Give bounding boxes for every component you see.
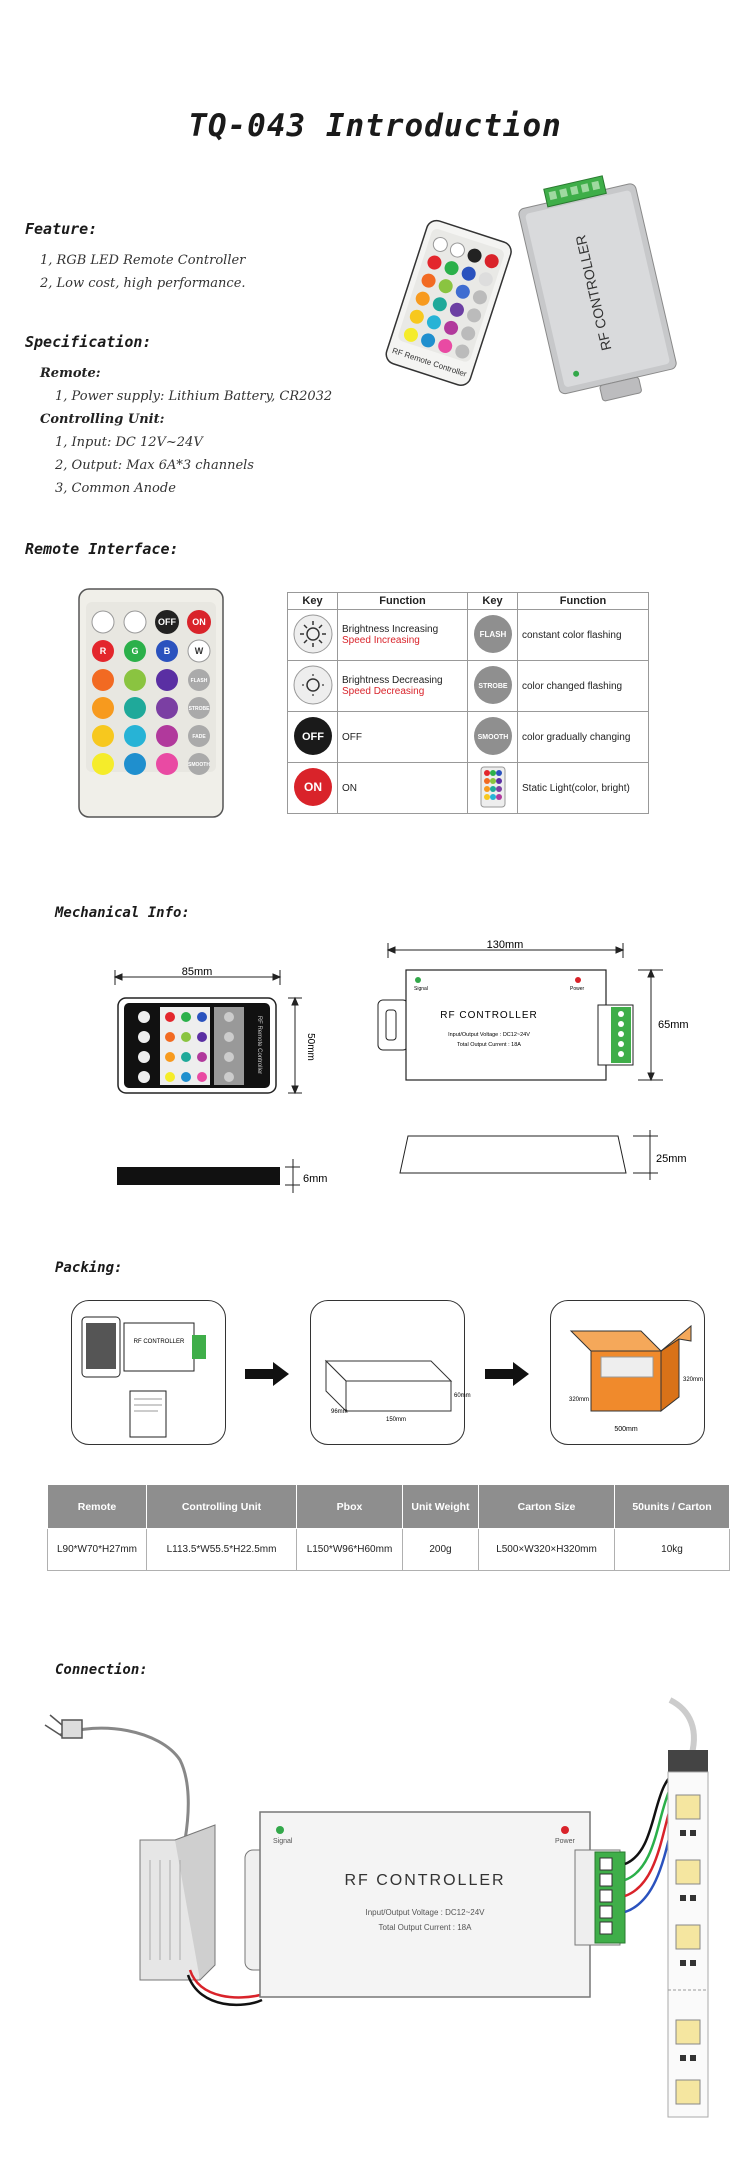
remote-thickness-drawing: 6mm bbox=[117, 1159, 327, 1193]
svg-text:96mm: 96mm bbox=[331, 1409, 348, 1415]
svg-text:Power: Power bbox=[555, 1838, 576, 1845]
svg-text:STROBE: STROBE bbox=[478, 683, 508, 690]
unit-spec-item: 2, Output: Max 6A*3 channels bbox=[55, 458, 254, 473]
svg-text:320mm: 320mm bbox=[569, 1397, 589, 1403]
specification-heading: Specification: bbox=[25, 333, 152, 351]
svg-text:50mm: 50mm bbox=[305, 1033, 316, 1061]
unit-spec-label: Controlling Unit: bbox=[40, 412, 165, 427]
table-row: L90*W70*H27mm L113.5*W55.5*H22.5mm L150*… bbox=[47, 1528, 730, 1571]
svg-text:SMOOTH: SMOOTH bbox=[477, 734, 508, 741]
svg-text:OFF: OFF bbox=[302, 731, 324, 743]
svg-text:G: G bbox=[131, 646, 138, 656]
mechanical-heading: Mechanical Info: bbox=[55, 905, 190, 921]
svg-text:500mm: 500mm bbox=[614, 1426, 638, 1433]
remote-diagram: OFF ON R G B W FLASH STROBE FADE SMOOTH bbox=[78, 588, 224, 818]
feature-item: 1, RGB LED Remote Controller bbox=[40, 253, 246, 268]
remote-dimension-drawing: 85mm 50mm RF Remote Controller bbox=[113, 966, 316, 1095]
svg-text:RF CONTROLLER: RF CONTROLLER bbox=[134, 1339, 185, 1345]
svg-text:Input/Output Voltage : DC12~2: Input/Output Voltage : DC12~24V bbox=[366, 1908, 486, 1917]
svg-text:RF CONTROLLER: RF CONTROLLER bbox=[344, 1872, 505, 1889]
svg-text:Signal: Signal bbox=[414, 986, 428, 992]
svg-text:FLASH: FLASH bbox=[191, 678, 208, 684]
svg-text:150mm: 150mm bbox=[386, 1417, 406, 1423]
off-key-icon: OFF bbox=[293, 716, 332, 755]
strobe-key-icon: STROBE bbox=[473, 665, 512, 704]
flash-key-icon: FLASH bbox=[473, 614, 512, 653]
svg-text:W: W bbox=[195, 646, 204, 656]
arrow-right-icon bbox=[245, 1362, 289, 1386]
svg-text:60mm: 60mm bbox=[454, 1393, 471, 1399]
svg-text:Input/Output Voltage : DC12~2: Input/Output Voltage : DC12~24V bbox=[448, 1032, 530, 1038]
product-photo: RF CONTROLLER RF Remote Controller bbox=[385, 175, 677, 402]
svg-text:130mm: 130mm bbox=[487, 939, 524, 951]
connection-diagram: Signal Power RF CONTROLLER Input/Output … bbox=[44, 1697, 709, 2118]
packing-table: Remote Controlling Unit Pbox Unit Weight… bbox=[47, 1484, 730, 1571]
table-row: OFF OFF SMOOTH color gradually changing bbox=[287, 711, 649, 763]
remote-interface-heading: Remote Interface: bbox=[25, 540, 179, 558]
arrow-right-icon bbox=[485, 1362, 529, 1386]
brightness-up-icon bbox=[293, 614, 332, 653]
page-title: TQ-043 Introduction bbox=[188, 108, 562, 144]
feature-item: 2, Low cost, high performance. bbox=[40, 276, 246, 291]
svg-text:Total Output Current : 18A: Total Output Current : 18A bbox=[379, 1923, 473, 1932]
svg-text:RF Remote Controller: RF Remote Controller bbox=[256, 1016, 262, 1074]
controller-dimension-drawing: 130mm 65mm Signal Power RF CONTROLLER In… bbox=[377, 939, 689, 1082]
svg-text:SMOOTH: SMOOTH bbox=[188, 762, 210, 768]
remote-spec-item: 1, Power supply: Lithium Battery, CR2032 bbox=[55, 389, 333, 404]
svg-text:RF CONTROLLER: RF CONTROLLER bbox=[440, 1010, 537, 1021]
remote-spec-label: Remote: bbox=[40, 366, 101, 381]
connection-heading: Connection: bbox=[55, 1662, 148, 1678]
svg-text:Power: Power bbox=[570, 986, 585, 992]
svg-text:320mm: 320mm bbox=[683, 1377, 703, 1383]
svg-text:25mm: 25mm bbox=[656, 1153, 687, 1165]
key-function-table: Key Function Key Function Brightness Inc… bbox=[287, 592, 649, 814]
feature-heading: Feature: bbox=[25, 220, 98, 238]
brightness-down-icon bbox=[293, 665, 332, 704]
unit-spec-item: 1, Input: DC 12V~24V bbox=[55, 435, 203, 450]
svg-text:Total Output Current : 18A: Total Output Current : 18A bbox=[457, 1042, 521, 1048]
controller-thickness-drawing: 25mm bbox=[399, 1130, 687, 1180]
svg-text:R: R bbox=[100, 646, 107, 656]
svg-text:STROBE: STROBE bbox=[189, 706, 211, 712]
color-keys-icon bbox=[480, 766, 505, 807]
on-key-icon: ON bbox=[293, 767, 332, 806]
svg-text:OFF: OFF bbox=[158, 617, 176, 627]
unit-spec-item: 3, Common Anode bbox=[55, 481, 176, 496]
svg-text:ON: ON bbox=[192, 617, 206, 627]
svg-text:85mm: 85mm bbox=[182, 966, 213, 978]
svg-text:6mm: 6mm bbox=[303, 1173, 327, 1185]
svg-text:FADE: FADE bbox=[192, 734, 206, 740]
svg-text:65mm: 65mm bbox=[658, 1019, 689, 1031]
svg-text:B: B bbox=[164, 646, 171, 656]
svg-text:ON: ON bbox=[304, 780, 322, 794]
table-row: ON ON Static Light(color, bright) bbox=[287, 762, 649, 814]
packing-step-pbox: 150mm 96mm 60mm bbox=[310, 1300, 471, 1445]
packing-heading: Packing: bbox=[55, 1260, 123, 1276]
packing-step-contents: RF CONTROLLER bbox=[71, 1300, 226, 1445]
svg-text:FLASH: FLASH bbox=[479, 630, 506, 639]
packing-step-carton: 500mm 320mm 320mm bbox=[550, 1300, 705, 1445]
smooth-key-icon: SMOOTH bbox=[473, 716, 512, 755]
svg-text:Signal: Signal bbox=[273, 1838, 293, 1845]
